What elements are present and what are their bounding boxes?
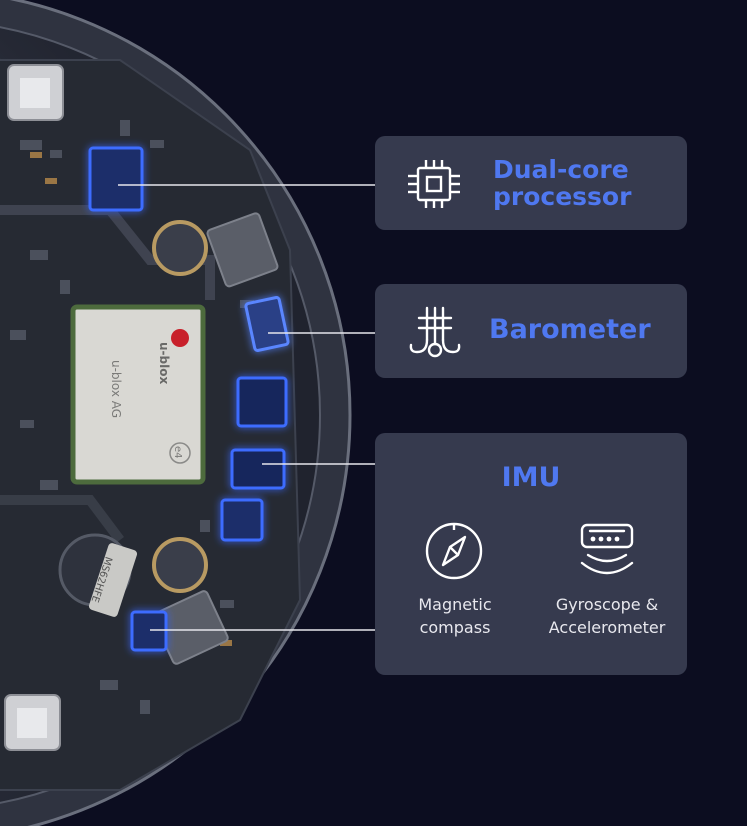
imu-chip-a xyxy=(236,376,288,428)
module-code: e4 xyxy=(172,446,183,459)
gyro-label: Gyroscope & Accelerometer xyxy=(537,593,677,639)
connector-top xyxy=(206,212,279,288)
compass-label-line2: compass xyxy=(419,618,491,637)
highlighted-chips xyxy=(88,146,290,652)
gyroscope-icon xyxy=(580,523,634,575)
barometer-icon xyxy=(409,306,461,358)
imu-card: IMU Magnetic compass Gyroscope & Acceler… xyxy=(375,433,687,675)
imu-title: IMU xyxy=(501,462,561,493)
leader-lines xyxy=(118,184,375,631)
processor-title-line1: Dual-core xyxy=(493,155,629,184)
ublox-logo-icon xyxy=(171,329,189,347)
gyro-label-line2: Accelerometer xyxy=(548,618,666,637)
gps-module xyxy=(70,304,206,485)
module-brand: u-blox xyxy=(157,342,171,384)
barometer-title: Barometer xyxy=(489,314,651,345)
barometer-card: Barometer xyxy=(375,284,687,378)
compass-icon xyxy=(425,522,483,580)
barometer-chip xyxy=(244,296,290,352)
compass-label: Magnetic compass xyxy=(393,593,517,639)
cpu-chip-icon xyxy=(408,160,460,208)
magnetometer-chip xyxy=(130,610,168,652)
imu-chip-c xyxy=(220,498,264,542)
compass-label-line1: Magnetic xyxy=(418,595,492,614)
capacitor-top xyxy=(152,220,208,276)
processor-title: Dual-core processor xyxy=(493,156,631,210)
imu-chip-b xyxy=(230,448,286,490)
processor-title-line2: processor xyxy=(493,182,632,211)
smd-components xyxy=(10,120,260,714)
capacitor-bottom xyxy=(152,537,208,593)
crystal xyxy=(88,543,138,617)
processor-chip xyxy=(88,146,144,212)
processor-card: Dual-core processor xyxy=(375,136,687,230)
gyro-label-line1: Gyroscope & xyxy=(555,595,659,614)
module-maker: u-blox AG xyxy=(109,360,123,418)
